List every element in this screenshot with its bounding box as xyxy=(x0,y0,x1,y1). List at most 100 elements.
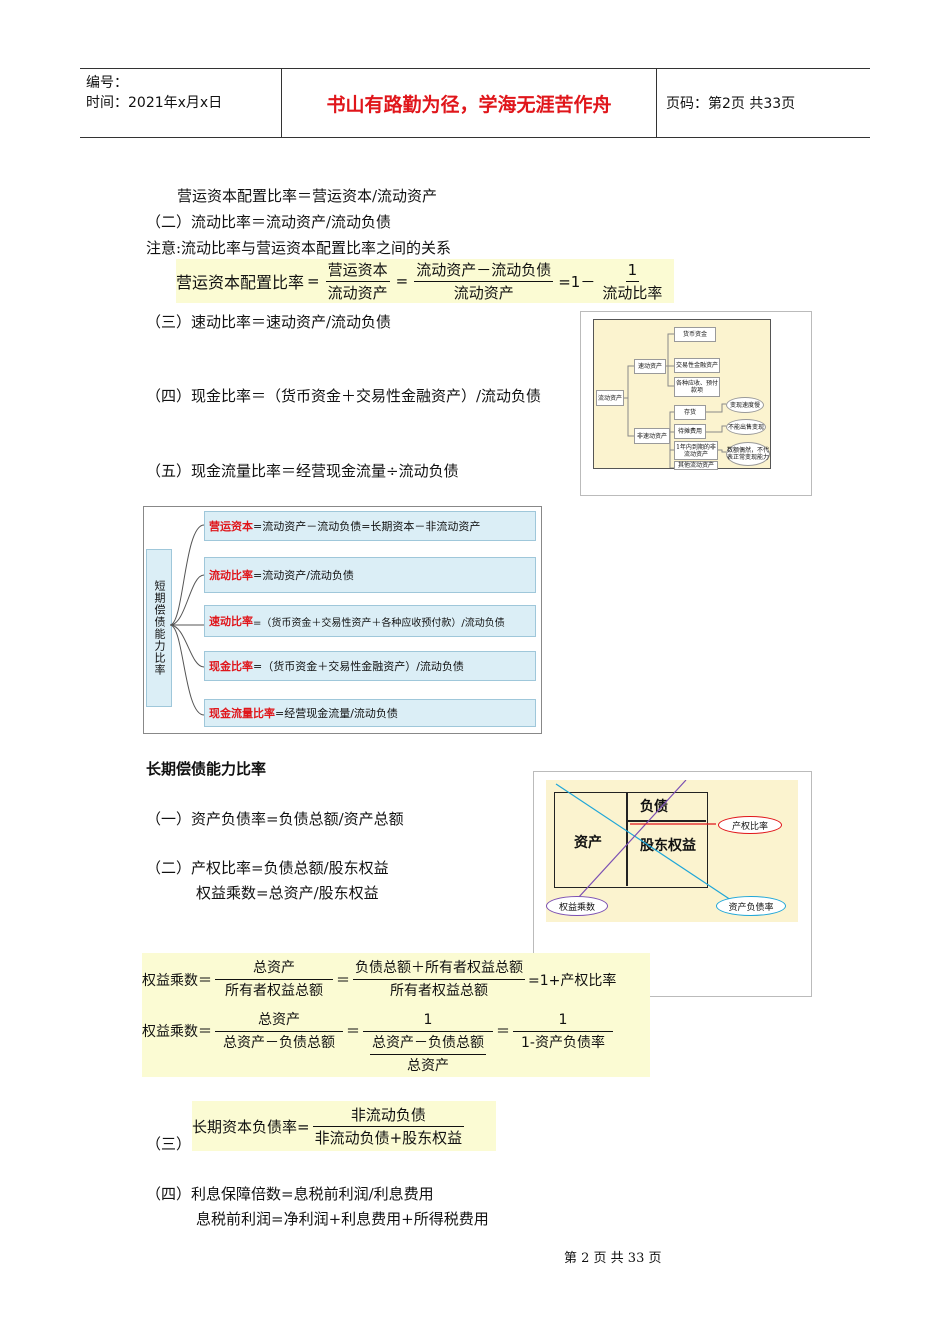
node-non-quick-assets: 非速动资产 xyxy=(634,428,670,444)
f2r1-frac1-num: 总资产 xyxy=(215,957,333,980)
node-trading-assets: 交易性金融资产 xyxy=(674,358,720,373)
serial-label: 编号： xyxy=(86,75,128,91)
text-working-capital-ratio: 营运资本配置比率＝营运资本/流动资产 xyxy=(177,187,438,205)
oval-equity-multiplier: 权益乘数 xyxy=(546,896,608,916)
formula1-eq: = xyxy=(307,272,320,290)
row1-rest: =流动资产/流动负债 xyxy=(253,569,354,582)
row0-key: 营运资本 xyxy=(209,520,253,533)
text-interest-coverage: （四）利息保障倍数=息税前利润/利息费用 xyxy=(146,1185,434,1203)
short-term-side-text: 短期偿债能力比率 xyxy=(153,580,166,676)
f2r2-frac1-num: 总资产 xyxy=(215,1009,343,1032)
f2r1-frac2: 负债总额＋所有者权益总额 所有者权益总额 xyxy=(353,957,525,1002)
time-label: 时间：2021年x月x日 xyxy=(86,95,223,111)
f2r1-tail: =1+产权比率 xyxy=(528,972,617,989)
formula3-den: 非流动负债+股东权益 xyxy=(314,1128,463,1147)
balance-divider-h xyxy=(626,820,706,822)
row3-rest: =（货币资金＋交易性金融资产）/流动负债 xyxy=(253,660,464,673)
node-cash: 货币资金 xyxy=(674,327,716,342)
node-prepaid: 待摊费用 xyxy=(674,424,706,439)
node-other-current: 其他流动资产 xyxy=(674,461,718,470)
text-item-three: （三） xyxy=(146,1135,192,1153)
f2r2-eq: ＝ xyxy=(346,1024,360,1040)
f2r2-frac2: 1 总资产－负债总额 总资产 xyxy=(363,1009,493,1077)
balance-diagram-lines xyxy=(555,780,735,903)
label-equity: 股东权益 xyxy=(640,838,696,854)
formula1-lhs: 营运资本配置比率 xyxy=(176,273,305,292)
formula3-num: 非流动负债 xyxy=(312,1104,465,1127)
text-cash-ratio: （四）现金比率＝（货币资金＋交易性金融资产）/流动负债 xyxy=(146,387,542,405)
short-term-ratio-diagram: 短期偿债能力比率 营运资本=流动资产－流动负债=长期资本－非流动资产 流动比率=… xyxy=(143,506,542,734)
row2-key: 速动比率 xyxy=(209,615,253,628)
current-assets-diagram-bg: 流动资产 速动资产 非速动资产 货币资金 交易性金融资产 各种应收、预付款项 存… xyxy=(593,319,771,470)
f2r1-frac2-den: 所有者权益总额 xyxy=(390,983,488,999)
short-term-brace xyxy=(169,524,204,716)
f2r2-frac3: 1 1-资产负债率 xyxy=(513,1009,613,1054)
formula1-frac3-num: 1 xyxy=(625,259,640,282)
f2r2-frac2-num: 1 xyxy=(363,1009,493,1032)
f2r2-frac3-den: 1-资产负债率 xyxy=(521,1035,605,1051)
text-debt-ratio: （一）资产负债率=负债总额/资产总额 xyxy=(146,810,404,828)
short-term-side-label: 短期偿债能力比率 xyxy=(146,549,172,707)
header-meta: 编号： 时间：2021年x月x日 xyxy=(80,69,282,137)
formula1-frac3-den: 流动比率 xyxy=(602,283,663,302)
f2r2-frac2-den-den: 总资产 xyxy=(407,1058,449,1074)
row4-rest: =经营现金流量/流动负债 xyxy=(275,707,398,720)
text-current-ratio: （二）流动比率＝流动资产/流动负债 xyxy=(146,213,392,231)
balance-divider-v xyxy=(626,792,628,886)
node-current-assets: 流动资产 xyxy=(596,390,624,406)
formula1-frac2-den: 流动资产 xyxy=(453,283,514,302)
label-assets: 资产 xyxy=(574,835,602,851)
text-quick-ratio: （三）速动比率＝速动资产/流动负债 xyxy=(146,313,392,331)
f2r2-eq2: ＝ xyxy=(496,1024,510,1040)
formula1-frac1-num: 营运资本 xyxy=(325,259,390,282)
formula-long-term-debt-ratio: 长期资本负债率= 非流动负债 非流动负债+股东权益 xyxy=(192,1101,496,1151)
text-cash-flow-ratio: （五）现金流量比率＝经营现金流量÷流动负债 xyxy=(146,462,459,480)
short-term-row-working-capital: 营运资本=流动资产－流动负债=长期资本－非流动资产 xyxy=(204,511,536,541)
formula-equity-multiplier: 权益乘数＝ 总资产 所有者权益总额 ＝ 负债总额＋所有者权益总额 所有者权益总额… xyxy=(142,953,650,1077)
short-term-row-quick-ratio: 速动比率=（货币资金＋交易性资产＋各种应收预付款）/流动负债 xyxy=(204,605,536,637)
text-equity-ratio: （二）产权比率=负债总额/股东权益 xyxy=(146,859,389,877)
row1-key: 流动比率 xyxy=(209,569,253,582)
note-irregular: 数额偶然，不代表正常变现能力 xyxy=(726,442,770,466)
formula1-frac1: 营运资本 流动资产 xyxy=(325,259,390,304)
oval-debt-ratio: 资产负债率 xyxy=(716,896,786,916)
f2r1-frac1-den: 所有者权益总额 xyxy=(225,983,323,999)
f2r2-frac2-den-num: 总资产－负债总额 xyxy=(370,1032,486,1055)
formula2-row1: 权益乘数＝ 总资产 所有者权益总额 ＝ 负债总额＋所有者权益总额 所有者权益总额… xyxy=(142,957,616,1002)
note-cannot-sell: 不能出售变现 xyxy=(726,419,766,435)
f2r2-lhs: 权益乘数＝ xyxy=(142,1024,212,1040)
formula3-lhs: 长期资本负债率= xyxy=(192,1117,310,1136)
section-title-long-term: 长期偿债能力比率 xyxy=(146,760,267,778)
short-term-row-cash-ratio: 现金比率=（货币资金＋交易性金融资产）/流动负债 xyxy=(204,651,536,681)
short-term-row-current-ratio: 流动比率=流动资产/流动负债 xyxy=(204,557,536,593)
f2r2-frac3-num: 1 xyxy=(513,1009,613,1032)
formula1-eq2: = xyxy=(395,272,409,290)
formula1-mid: =1－ xyxy=(558,272,596,291)
label-liabilities: 负债 xyxy=(640,799,668,815)
current-assets-diagram: 流动资产 速动资产 非速动资产 货币资金 交易性金融资产 各种应收、预付款项 存… xyxy=(580,311,812,496)
short-term-row-cash-flow-ratio: 现金流量比率=经营现金流量/流动负债 xyxy=(204,699,536,727)
header-page-info: 页码：第2页 共33页 xyxy=(666,96,796,112)
formula2-row2: 权益乘数＝ 总资产 总资产－负债总额 ＝ 1 总资产－负债总额 总资产 ＝ 1 … xyxy=(142,1009,616,1077)
node-noncurrent-due: 1年内到期的非流动资产 xyxy=(674,441,718,460)
formula1-frac3: 1 流动比率 xyxy=(600,259,664,304)
text-equity-multiplier: 权益乘数=总资产/股东权益 xyxy=(196,884,379,902)
formula1-frac2: 流动资产－流动负债 流动资产 xyxy=(414,259,554,304)
f2r2-frac1-den: 总资产－负债总额 xyxy=(223,1035,335,1051)
header-motto: 书山有路勤为径，学海无涯苦作舟 xyxy=(282,69,657,137)
balance-diagram-bg: 资产 负债 股东权益 产权比率 权益乘数 资产负债率 xyxy=(546,780,798,922)
row4-key: 现金流量比率 xyxy=(209,707,275,720)
node-receivables: 各种应收、预付款项 xyxy=(674,377,720,397)
balance-sheet-box xyxy=(554,792,708,888)
formula3-frac: 非流动负债 非流动负债+股东权益 xyxy=(312,1104,465,1149)
f2r1-frac1: 总资产 所有者权益总额 xyxy=(215,957,333,1002)
f2r1-frac2-num: 负债总额＋所有者权益总额 xyxy=(353,957,525,980)
f2r1-eq: ＝ xyxy=(336,972,350,989)
f2r1-lhs: 权益乘数＝ xyxy=(142,972,212,989)
formula-working-capital: 营运资本配置比率 = 营运资本 流动资产 = 流动资产－流动负债 流动资产 =1… xyxy=(176,259,674,303)
page-footer: 第 2 页 共 33 页 xyxy=(564,1251,662,1266)
row3-key: 现金比率 xyxy=(209,660,253,673)
f2r2-frac1: 总资产 总资产－负债总额 xyxy=(215,1009,343,1054)
row0-rest: =流动资产－流动负债=长期资本－非流动资产 xyxy=(253,520,481,533)
formula1-frac2-num: 流动资产－流动负债 xyxy=(414,259,554,282)
